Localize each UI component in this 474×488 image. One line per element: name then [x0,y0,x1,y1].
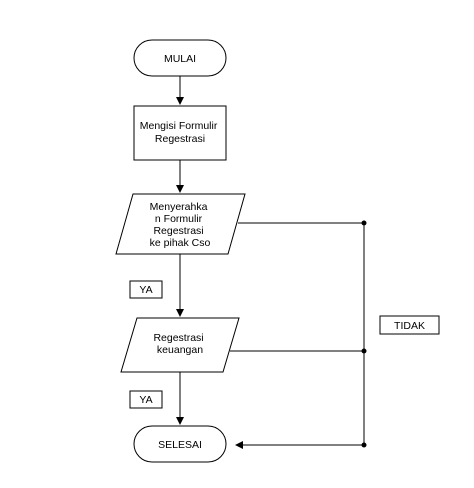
yes-label-2-text: YA [139,394,152,406]
finance-line-1: Regestrasi [153,332,203,344]
finance-line-2: keuangan [157,344,203,356]
end-terminator: SELESAI [133,425,227,463]
data-finance-registration: Regestrasi keuangan [120,317,240,373]
junction-dot-bottom [361,442,367,448]
end-label: SELESAI [158,439,202,451]
yes-label-1: YA [129,280,163,299]
fill-form-label: Mengisi Formulir Regestrasi [140,120,221,145]
start-label: MULAI [164,53,196,65]
fill-form-line-2: Regestrasi [155,133,205,145]
junction-dot-middle [361,348,367,354]
fill-form-line-1: Mengisi Formulir [140,120,218,132]
finance-label: Regestrasi keuangan [153,332,206,356]
data-submit-form: Menyerahka n Formulir Regestrasi ke piha… [115,193,246,255]
junction-dot-top [361,220,367,226]
start-terminator: MULAI [133,39,227,77]
submit-form-line-1: Menyerahka [150,201,208,213]
submit-form-line-3: Regestrasi [153,225,203,237]
yes-label-1-text: YA [139,284,152,296]
no-label-text: TIDAK [394,320,425,332]
process-fill-form: Mengisi Formulir Regestrasi [133,105,227,161]
no-label: TIDAK [379,315,440,335]
yes-label-2: YA [129,390,163,409]
submit-form-label: Menyerahka n Formulir Regestrasi ke piha… [150,201,211,249]
submit-form-line-4: ke pihak Cso [150,237,211,249]
submit-form-line-2: n Formulir [155,213,203,225]
